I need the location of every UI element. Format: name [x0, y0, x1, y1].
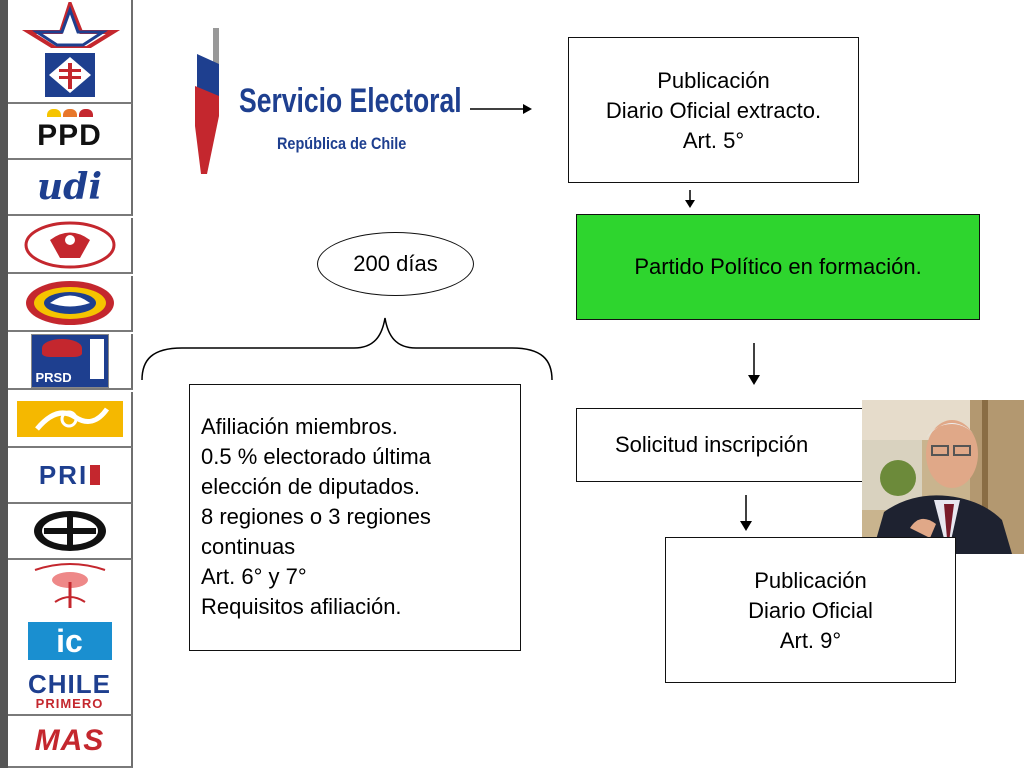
- ps-logo-icon: [24, 221, 115, 269]
- publicacion-extracto-line1: Publicación: [657, 68, 770, 93]
- solicitud-label: Solicitud inscripción: [615, 432, 809, 457]
- publicacion-extracto-box: Publicación Diario Oficial extracto. Art…: [568, 37, 859, 183]
- afiliacion-line6: Art. 6° y 7°: [201, 564, 307, 589]
- yellow-logo-icon: [16, 401, 123, 437]
- ps-party-logo: [8, 218, 133, 274]
- publicacion-final-line1: Publicación: [754, 568, 867, 593]
- partido-formacion-box: Partido Político en formación.: [576, 214, 980, 320]
- dc-party-logo: [8, 48, 133, 104]
- publicacion-extracto-line2: Diario Oficial extracto.: [605, 98, 822, 123]
- humanista-party-logo: [8, 504, 133, 560]
- duration-label: 200 días: [353, 251, 438, 276]
- udi-party-logo: udi: [8, 160, 133, 216]
- servel-subtitle: República de Chile: [277, 134, 407, 153]
- chile-text: CHILE: [28, 668, 111, 699]
- star-icon: [21, 2, 120, 50]
- curly-brace-icon: [141, 317, 553, 381]
- servel-mark-icon: [195, 28, 219, 174]
- pri-text: PRI: [38, 459, 89, 490]
- humanista-logo-icon: [33, 511, 106, 551]
- arrow-right-icon: [470, 104, 532, 114]
- dc-arrow-icon: [44, 53, 95, 97]
- sidebar-strip: [0, 0, 8, 768]
- primero-text: PRIMERO: [35, 695, 104, 711]
- servicio-electoral-logo: Servicio Electoral República de Chile: [193, 26, 462, 176]
- star-party-logo: [8, 0, 133, 56]
- ic-party-logo: ic: [8, 614, 133, 670]
- prsd-party-logo: PRSD: [8, 334, 133, 390]
- ic-text: ic: [56, 622, 83, 659]
- afiliacion-line2: 0.5 % electorado última: [201, 444, 431, 469]
- afiliacion-box: Afiliación miembros. 0.5 % electorado úl…: [189, 384, 521, 651]
- ppd-text: PPD: [37, 119, 102, 152]
- duration-ellipse: 200 días: [317, 232, 474, 296]
- pri-party-logo: PRI: [8, 448, 133, 504]
- phoenix-logo-icon: [34, 563, 105, 608]
- phoenix-party-logo: [8, 560, 133, 616]
- yellow-party-logo: [8, 392, 133, 448]
- afiliacion-line3: elección de diputados.: [201, 474, 420, 499]
- publicacion-extracto-line3: Art. 5°: [682, 128, 745, 153]
- publicacion-final-box: Publicación Diario Oficial Art. 9°: [665, 537, 956, 683]
- afiliacion-line5: continuas: [201, 534, 296, 559]
- publicacion-final-line3: Art. 9°: [779, 628, 842, 653]
- person-photo: [862, 400, 1024, 554]
- afiliacion-line1: Afiliación miembros.: [201, 414, 398, 439]
- ppd-party-logo: PPD: [8, 104, 133, 160]
- arrow-down-icon: [748, 343, 760, 385]
- udi-text: udi: [36, 166, 103, 208]
- afiliacion-line7: Requisitos afiliación.: [201, 594, 402, 619]
- mas-text: MAS: [34, 724, 105, 757]
- arrow-down-small-icon: [685, 190, 695, 208]
- prsd-text: PRSD: [35, 370, 72, 385]
- mas-party-logo: MAS: [8, 716, 133, 768]
- chile-primero-party-logo: CHILE PRIMERO: [8, 666, 133, 716]
- publicacion-final-line2: Diario Oficial: [748, 598, 873, 623]
- portrait-image: [862, 400, 1024, 554]
- servel-title: Servicio Electoral: [239, 82, 462, 120]
- solicitud-inscripcion-box: Solicitud inscripción: [576, 408, 876, 482]
- partido-formacion-label: Partido Político en formación.: [634, 254, 922, 279]
- arrow-down-2-icon: [740, 495, 752, 531]
- rn-logo-icon: [25, 281, 114, 325]
- afiliacion-line4: 8 regiones o 3 regiones: [201, 504, 431, 529]
- party-logos-sidebar: PPD udi PRSD: [0, 0, 133, 768]
- rn-party-logo: [8, 276, 133, 332]
